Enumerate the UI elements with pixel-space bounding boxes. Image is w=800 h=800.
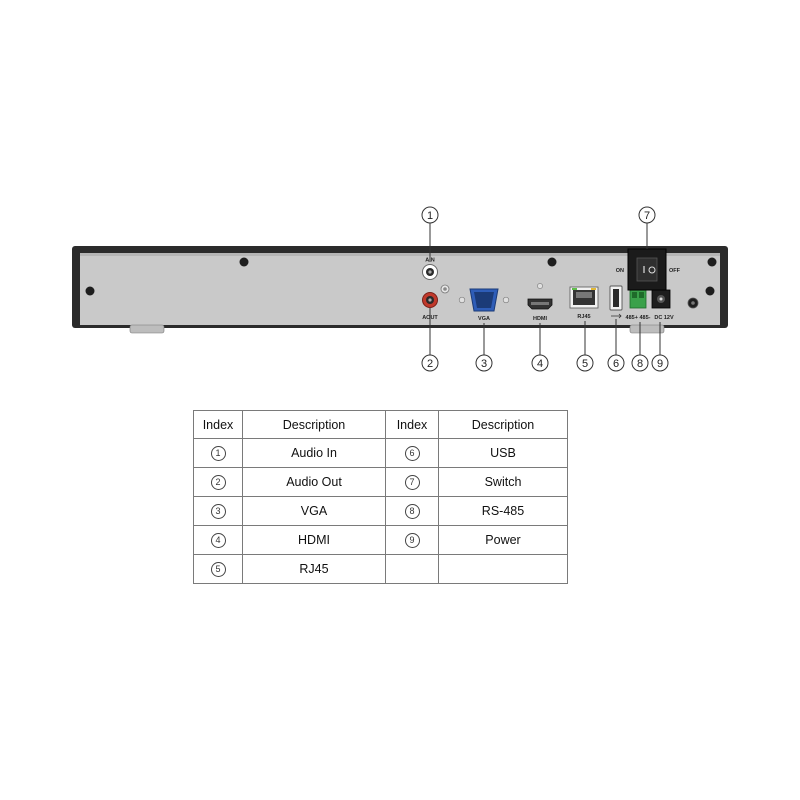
index-badge: 6: [404, 446, 420, 461]
description-cell: HDMI: [242, 525, 386, 555]
callout-9: 9: [651, 354, 669, 372]
table-row: 1 Audio In 6 USB: [193, 438, 568, 468]
header-index-1: Index: [193, 410, 243, 439]
callout-5: 5: [576, 354, 594, 372]
index-badge: 1: [210, 446, 226, 461]
callout-3-number: 3: [481, 358, 487, 370]
table-row: 3 VGA 8 RS-485: [193, 496, 568, 526]
callout-6-number: 6: [613, 358, 619, 370]
index-cell: 1: [193, 438, 243, 468]
callout-2-number: 2: [427, 358, 433, 370]
hdmi-port: [527, 283, 553, 310]
auxiliary-connector: [687, 297, 699, 309]
header-description-1: Description: [242, 410, 386, 439]
empty-index-cell: [385, 554, 439, 584]
legend-header-row: Index Description Index Description: [193, 410, 568, 439]
switch-on-label: ON: [616, 268, 624, 274]
index-badge: 5: [210, 562, 226, 577]
vga-port: [458, 288, 510, 312]
index-badge: 7: [404, 475, 420, 490]
hdmi-label: HDMI: [533, 316, 548, 322]
index-cell: 4: [193, 525, 243, 555]
ground-screw: [440, 284, 450, 294]
callout-8-number: 8: [637, 358, 643, 370]
description-cell: Audio Out: [242, 467, 386, 497]
description-cell: Power: [438, 525, 568, 555]
index-cell: 9: [385, 525, 439, 555]
dc-label: DC 12V: [654, 315, 674, 321]
index-cell: 6: [385, 438, 439, 468]
table-row: 5 RJ45: [193, 554, 568, 584]
callout-6: 6: [607, 354, 625, 372]
description-cell: RS-485: [438, 496, 568, 526]
usb-port: [609, 285, 623, 319]
callout-2: 2: [421, 354, 439, 372]
description-cell: USB: [438, 438, 568, 468]
callout-8: 8: [631, 354, 649, 372]
callout-3: 3: [475, 354, 493, 372]
dc-power-jack: [651, 289, 671, 309]
header-index-2: Index: [385, 410, 439, 439]
audio-in-port: [422, 264, 438, 280]
audio-out-port: [422, 292, 438, 308]
rs485-terminal: [629, 289, 647, 309]
index-badge: 8: [404, 504, 420, 519]
table-row: 4 HDMI 9 Power: [193, 525, 568, 555]
rs485-label: 485+ 485-: [626, 315, 651, 321]
index-cell: 3: [193, 496, 243, 526]
index-cell: 2: [193, 467, 243, 497]
index-badge: 9: [404, 533, 420, 548]
index-badge: 4: [210, 533, 226, 548]
description-cell: RJ45: [242, 554, 386, 584]
callout-4-number: 4: [537, 358, 543, 370]
index-cell: 5: [193, 554, 243, 584]
description-cell: VGA: [242, 496, 386, 526]
index-badge: 3: [210, 504, 226, 519]
callout-9-number: 9: [657, 358, 663, 370]
index-cell: 7: [385, 467, 439, 497]
rj45-port: [569, 286, 599, 309]
callout-5-number: 5: [582, 358, 588, 370]
description-cell: Switch: [438, 467, 568, 497]
callout-1: 1: [421, 206, 439, 224]
description-cell: Audio In: [242, 438, 386, 468]
empty-description-cell: [438, 554, 568, 584]
port-legend-table: Index Description Index Description 1 Au…: [193, 410, 568, 584]
switch-off-label: OFF: [669, 268, 681, 274]
index-cell: 8: [385, 496, 439, 526]
table-row: 2 Audio Out 7 Switch: [193, 467, 568, 497]
callout-7-number: 7: [644, 210, 650, 222]
vga-label: VGA: [478, 316, 490, 322]
callout-1-number: 1: [427, 210, 433, 222]
rj45-label: RJ45: [577, 314, 590, 320]
index-badge: 2: [210, 475, 226, 490]
header-description-2: Description: [438, 410, 568, 439]
callout-7: 7: [638, 206, 656, 224]
callout-4: 4: [531, 354, 549, 372]
callout-leaders: [429, 223, 661, 355]
power-switch: [627, 248, 667, 291]
